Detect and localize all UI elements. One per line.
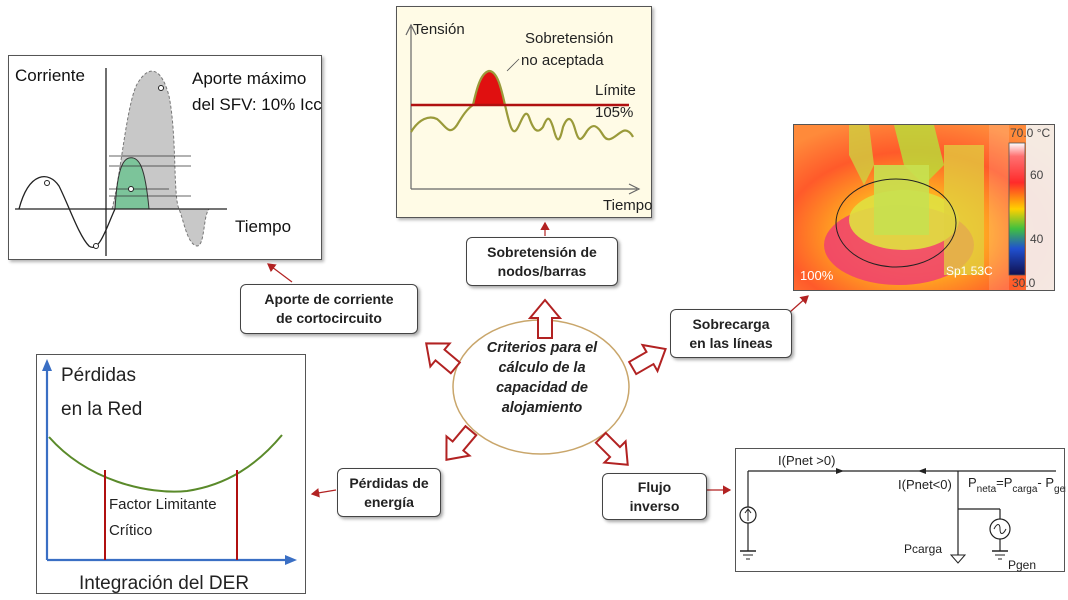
current-sine [18, 176, 116, 249]
flujo-equation: Pneta=Pcarga- Pgen [968, 475, 1066, 495]
label-sobretension-line1: Sobretensión de [487, 243, 597, 260]
voltage-curve [410, 69, 634, 141]
label-aporte-corriente: Aporte de corriente de cortocircuito [240, 284, 418, 334]
label-sobretension-line2: nodos/barras [497, 262, 587, 279]
hollow-arrow-down-right [594, 431, 629, 466]
tension-limit-line1: Límite [595, 82, 636, 99]
label-flujo-line2: inverso [629, 497, 680, 514]
losses-curve [48, 434, 283, 493]
perdidas-chart: Pérdidas en la Red Factor Limitante Crít… [42, 359, 297, 594]
hollow-arrow-up-right [627, 343, 667, 376]
label-flujo-inverso: Flujo inverso [602, 473, 707, 520]
label-sobrecarga-line1: Sobrecarga [692, 315, 770, 332]
corriente-ylabel: Corriente [15, 66, 85, 85]
tension-limit-line2: 105% [595, 104, 633, 121]
perdidas-xlabel: Integración del DER [79, 573, 249, 594]
flujo-circuit: I(Pnet >0) I(Pnet<0) Pneta=Pcarga- Pgen … [739, 453, 1068, 572]
label-sobrecarga: Sobrecarga en las líneas [670, 309, 792, 358]
label-sobrecarga-line2: en las líneas [689, 334, 773, 351]
corriente-panel: Corriente Tiempo Aporte máximo del SFV: … [8, 55, 322, 260]
flujo-i-pos: I(Pnet >0) [778, 453, 835, 468]
thermal-tick-60: 60 [1030, 168, 1044, 182]
perdidas-factor-line1: Factor Limitante [109, 496, 217, 513]
label-sobretension: Sobretensión de nodos/barras [466, 237, 618, 286]
thermal-scale-min: 30.0 [1012, 276, 1036, 290]
hollow-arrow-up [527, 298, 563, 339]
perdidas-factor-line2: Crítico [109, 522, 152, 539]
label-aporte-line1: Aporte de corriente [264, 291, 394, 307]
hollow-arrow-down-left [445, 424, 478, 461]
tension-xlabel: Tiempo [603, 197, 652, 214]
thermal-scale-max: 70.0 °C [1010, 126, 1050, 140]
tension-chart: Tensión Sobretensión no aceptada Límite … [405, 21, 652, 214]
perdidas-ylabel-line1: Pérdidas [61, 365, 136, 386]
label-perdidas: Pérdidas de energía [337, 468, 441, 517]
thermal-zoom: 100% [800, 268, 834, 283]
arrow-perdidas-to-panel [310, 488, 337, 498]
corriente-note-line1: Aporte máximo [192, 69, 306, 88]
corriente-note-line2: del SFV: 10% Icc [192, 95, 322, 114]
perdidas-panel: Pérdidas en la Red Factor Limitante Crít… [36, 354, 306, 594]
label-perdidas-line1: Pérdidas de [349, 474, 429, 491]
flujo-i-neg: I(Pnet<0) [898, 477, 952, 492]
label-flujo-line1: Flujo [637, 478, 672, 495]
corriente-xlabel: Tiempo [235, 217, 291, 236]
thermal-tick-40: 40 [1030, 232, 1044, 246]
flujo-circuit-panel: I(Pnet >0) I(Pnet<0) Pneta=Pcarga- Pgen … [735, 448, 1068, 572]
thermal-image-panel: 70.0 °C 60 40 30.0 100% Sp1 53C [793, 124, 1055, 291]
arrow-aporte-to-panel [267, 263, 293, 283]
label-perdidas-line2: energía [364, 493, 414, 510]
perdidas-ylabel-line2: en la Red [61, 399, 142, 420]
arrow-sobrecarga-to-panel [789, 295, 809, 313]
tension-annotation-line2: no aceptada [521, 52, 604, 69]
thermal-image: 70.0 °C 60 40 30.0 100% Sp1 53C [794, 125, 1054, 290]
tension-ylabel: Tensión [413, 21, 465, 38]
tension-panel: Tensión Sobretensión no aceptada Límite … [396, 6, 652, 218]
corriente-chart: Corriente Tiempo Aporte máximo del SFV: … [15, 66, 322, 256]
flujo-pgen: Pgen [1008, 558, 1036, 572]
center-line-3: capacidad de [496, 380, 588, 396]
flujo-pcarga: Pcarga [904, 542, 942, 556]
thermal-spot: Sp1 53C [946, 264, 993, 278]
label-aporte-line2: de cortocircuito [276, 310, 382, 326]
center-line-1: Criterios para el [486, 340, 598, 356]
center-line-4: alojamiento [501, 400, 583, 416]
center-title: Criterios para el cálculo de la capacida… [458, 338, 626, 418]
tension-annotation-line1: Sobretensión [525, 30, 613, 47]
center-line-2: cálculo de la [498, 360, 586, 376]
